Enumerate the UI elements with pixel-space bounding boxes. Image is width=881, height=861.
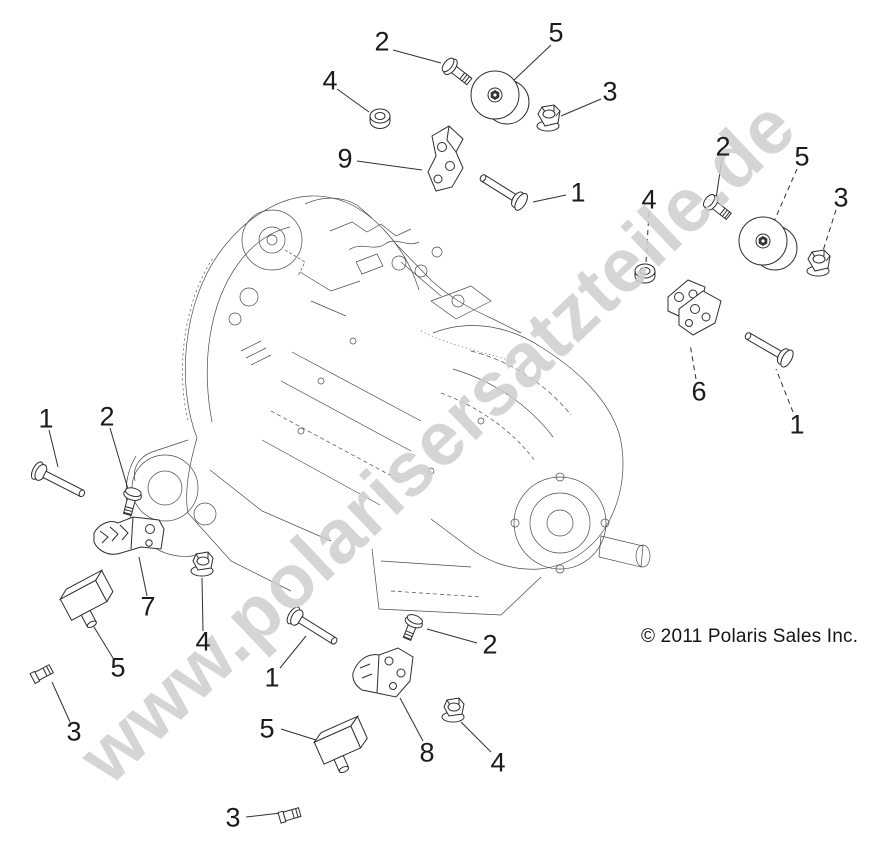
part-flange-nut-right-4 xyxy=(634,263,656,284)
part-flange-nut-bottom-4 xyxy=(441,697,465,723)
copyright-notice: © 2011 Polaris Sales Inc. xyxy=(641,626,859,647)
part-bracket-8 xyxy=(352,647,414,698)
part-mount-bushing-top xyxy=(470,70,530,125)
part-small-bolt-left-3 xyxy=(29,664,54,685)
part-mount-bushing-right xyxy=(738,216,798,271)
part-bracket-7 xyxy=(93,516,165,555)
part-block-mount-left-5 xyxy=(58,569,114,629)
part-small-bolt-bottom-3 xyxy=(277,807,302,824)
part-bracket-6 xyxy=(667,279,722,336)
engine-illustration xyxy=(125,195,651,616)
part-bolt-right-1 xyxy=(744,332,794,368)
part-screw-bottom-2 xyxy=(402,614,423,641)
leader-lines xyxy=(48,44,837,818)
part-screw-right xyxy=(702,194,732,221)
part-flange-nut-top-4 xyxy=(369,108,391,129)
part-bolt-left-1 xyxy=(30,461,86,498)
part-screw-top xyxy=(441,57,473,86)
part-bolt-top-1 xyxy=(479,174,528,211)
part-hex-nut-top-3 xyxy=(536,104,561,132)
part-flange-nut-left-4 xyxy=(190,551,214,577)
part-bolt-bottom-1 xyxy=(286,606,338,645)
part-screw-left-2 xyxy=(122,487,142,517)
part-block-mount-bottom-5 xyxy=(312,715,368,774)
part-hex-nut-right-3 xyxy=(806,249,831,277)
part-bracket-9 xyxy=(427,125,464,192)
